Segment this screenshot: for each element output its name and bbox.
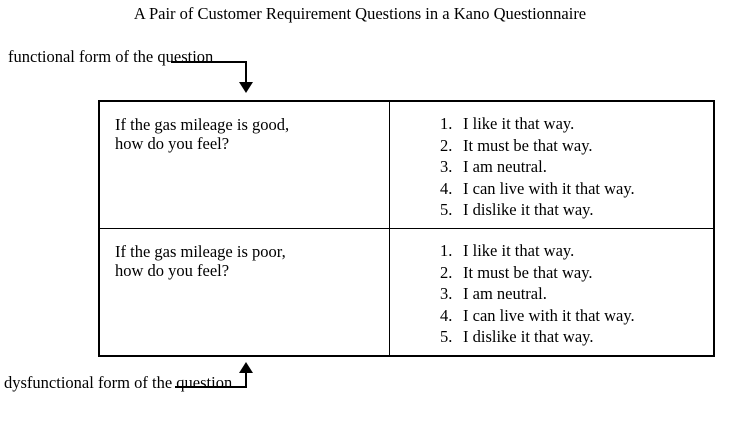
list-item[interactable]: 5. I dislike it that way. xyxy=(440,199,713,221)
option-number: 5. xyxy=(440,327,453,346)
functional-question-cell: If the gas mileage is good, how do you f… xyxy=(98,100,390,229)
dysfunctional-leader-line-horizontal xyxy=(175,386,247,388)
option-label: It must be that way. xyxy=(463,262,593,282)
functional-answer-options: 1. I like it that way. 2. It must be that … xyxy=(390,102,713,221)
list-item[interactable]: 5. I dislike it that way. xyxy=(440,326,713,348)
option-number: 1. xyxy=(440,241,453,260)
option-label: I can live with it that way. xyxy=(463,305,635,325)
option-number: 5. xyxy=(440,200,453,219)
functional-form-label: functional form of the question xyxy=(8,47,214,66)
option-number: 2. xyxy=(440,135,453,155)
list-item[interactable]: 2. It must be that way. xyxy=(440,135,713,157)
option-number: 1. xyxy=(440,114,453,133)
dysfunctional-answer-options: 1. I like it that way. 2. It must be that … xyxy=(390,229,713,348)
option-label: I like it that way. xyxy=(463,114,575,133)
option-label: I am neutral. xyxy=(463,284,547,303)
functional-leader-line-vertical xyxy=(245,61,247,82)
arrow-up-icon xyxy=(239,362,253,373)
list-item[interactable]: 1. I like it that way. xyxy=(440,240,713,262)
dysfunctional-answers-cell: 1. I like it that way. 2. It must be that … xyxy=(389,228,715,357)
option-label: I dislike it that way. xyxy=(463,200,594,219)
option-label: I dislike it that way. xyxy=(463,327,594,346)
option-number: 4. xyxy=(440,305,453,325)
list-item[interactable]: 3. I am neutral. xyxy=(440,156,713,178)
dysfunctional-question-text: If the gas mileage is poor, how do you f… xyxy=(115,242,286,280)
list-item[interactable]: 4. I can live with it that way. xyxy=(440,305,713,327)
list-item[interactable]: 3. I am neutral. xyxy=(440,283,713,305)
page-title: A Pair of Customer Requirement Questions… xyxy=(133,4,587,23)
dysfunctional-form-label: dysfunctional form of the question xyxy=(4,373,233,392)
functional-question-text: If the gas mileage is good, how do you f… xyxy=(115,115,290,153)
functional-answers-cell: 1. I like it that way. 2. It must be that … xyxy=(389,100,715,229)
option-number: 4. xyxy=(440,178,453,198)
option-label: I can live with it that way. xyxy=(463,178,635,198)
dysfunctional-leader-line-vertical xyxy=(245,373,247,388)
functional-leader-line-horizontal xyxy=(171,61,247,63)
list-item[interactable]: 2. It must be that way. xyxy=(440,262,713,284)
table-row-functional: If the gas mileage is good, how do you f… xyxy=(98,100,715,229)
option-number: 3. xyxy=(440,157,453,176)
dysfunctional-question-cell: If the gas mileage is poor, how do you f… xyxy=(98,228,390,357)
list-item[interactable]: 1. I like it that way. xyxy=(440,113,713,135)
option-label: It must be that way. xyxy=(463,135,593,155)
arrow-down-icon xyxy=(239,82,253,93)
option-number: 2. xyxy=(440,262,453,282)
option-number: 3. xyxy=(440,284,453,303)
kano-questionnaire-table: If the gas mileage is good, how do you f… xyxy=(98,100,715,357)
list-item[interactable]: 4. I can live with it that way. xyxy=(440,178,713,200)
table-row-dysfunctional: If the gas mileage is poor, how do you f… xyxy=(98,228,715,357)
option-label: I am neutral. xyxy=(463,157,547,176)
option-label: I like it that way. xyxy=(463,241,575,260)
